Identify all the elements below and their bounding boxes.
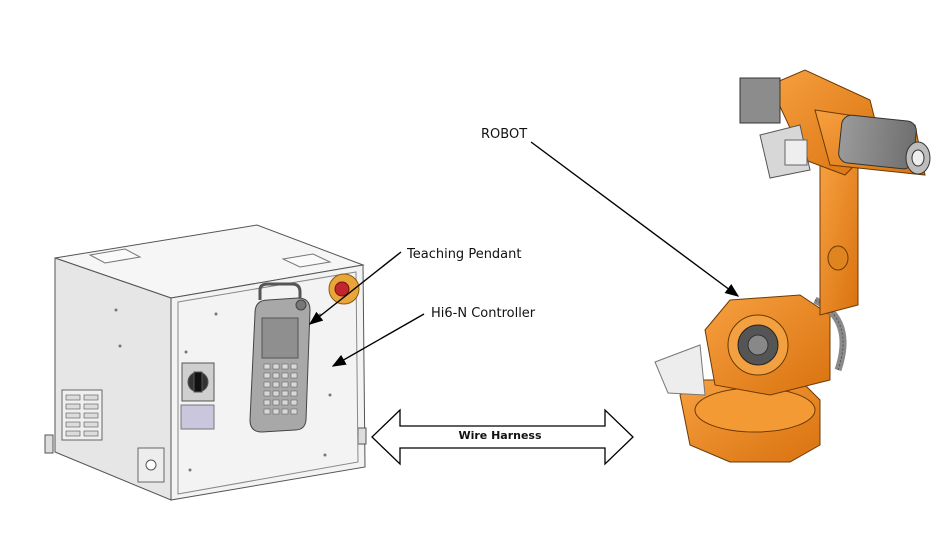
teaching-pendant-icon bbox=[249, 282, 311, 433]
teaching-pendant-label: Teaching Pendant bbox=[407, 247, 522, 262]
robot-leader-arrow bbox=[530, 141, 740, 297]
controller-cabinet-icon bbox=[44, 224, 367, 501]
robot-label: ROBOT bbox=[481, 127, 528, 142]
controller-leader-arrow bbox=[331, 313, 425, 367]
wire-harness-double-arrow bbox=[371, 408, 634, 466]
pendant-leader-arrow bbox=[308, 251, 402, 325]
controller-label: Hi6-N Controller bbox=[431, 306, 536, 321]
wire-harness-label: Wire Harness bbox=[458, 429, 542, 442]
industrial-robot-arm-icon bbox=[654, 69, 931, 463]
